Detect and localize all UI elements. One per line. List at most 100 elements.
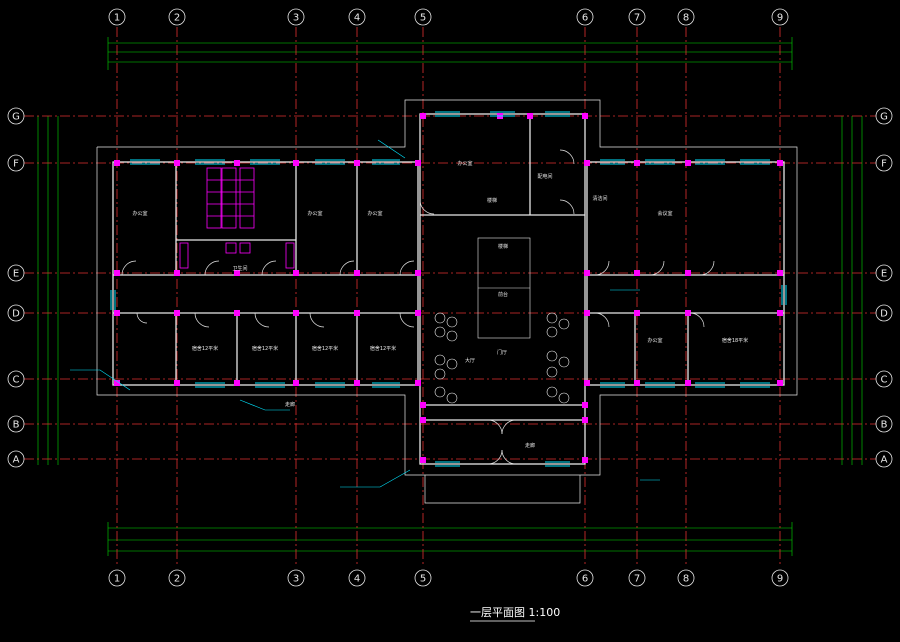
axis-label-col: 3: [293, 13, 299, 24]
column-marker: [174, 160, 180, 166]
column-marker: [582, 417, 588, 423]
axis-label-col: 5: [420, 574, 426, 585]
axis-bubble-row: [875, 370, 893, 388]
axis-bubble-col: [108, 8, 126, 26]
column-marker: [584, 380, 590, 386]
column-marker: [114, 310, 120, 316]
axis-label-col: 1: [114, 13, 120, 24]
axis-label-row: F: [13, 159, 19, 170]
column-marker: [777, 270, 783, 276]
room-label: 配电间: [537, 173, 552, 180]
room-label: 办公室: [457, 160, 472, 167]
axis-label-col: 7: [634, 13, 640, 24]
axis-label-col: 1: [114, 574, 120, 585]
column-marker: [174, 380, 180, 386]
annotation-leaders: [70, 139, 660, 488]
column-marker: [584, 310, 590, 316]
axis-bubble-col: [414, 8, 432, 26]
room-label: 楼梯: [487, 197, 497, 204]
structural-columns: [114, 113, 783, 463]
column-marker: [234, 160, 240, 166]
column-marker: [415, 270, 421, 276]
room-label: 宿舍18平米: [722, 337, 748, 344]
column-marker: [420, 417, 426, 423]
column-marker: [114, 270, 120, 276]
lobby-furniture: [434, 312, 570, 404]
room-label: 卫生间: [232, 265, 247, 272]
axis-label-row: A: [881, 455, 888, 466]
axis-label-row: G: [880, 112, 888, 123]
column-marker: [415, 310, 421, 316]
dimension-lines: [37, 37, 863, 556]
axis-bubble-col: [168, 569, 186, 587]
axis-bubble-col: [576, 569, 594, 587]
axis-bubble-row: [7, 370, 25, 388]
axis-label-row: D: [880, 309, 888, 320]
axis-bubble-row: [7, 264, 25, 282]
column-marker: [420, 402, 426, 408]
axis-label-row: D: [12, 309, 20, 320]
axis-label-col: 3: [293, 574, 299, 585]
room-label: 门厅: [497, 349, 507, 356]
room-label: 办公室: [647, 337, 662, 344]
column-marker: [415, 380, 421, 386]
column-marker: [234, 380, 240, 386]
column-marker: [114, 160, 120, 166]
axis-label-row: A: [13, 455, 20, 466]
room-label: 宿舍12平米: [370, 345, 396, 352]
column-marker: [293, 310, 299, 316]
column-marker: [293, 270, 299, 276]
column-marker: [777, 310, 783, 316]
column-marker: [354, 310, 360, 316]
axis-label-col: 6: [582, 13, 588, 24]
column-marker: [114, 380, 120, 386]
axis-bubble-col: [348, 569, 366, 587]
axis-label-col: 9: [777, 13, 783, 24]
room-label: 办公室: [132, 210, 147, 217]
column-marker: [584, 160, 590, 166]
axis-bubble-col: [287, 569, 305, 587]
room-labels: 办公室卫生间办公室办公室办公室配电间楼梯会议室清洁间宿舍12平米宿舍12平米宿舍…: [132, 160, 748, 449]
axis-label-col: 5: [420, 13, 426, 24]
drawing-title: 一层平面图 1:100: [470, 606, 560, 619]
axis-label-row: E: [881, 269, 887, 280]
room-label: 办公室: [307, 210, 322, 217]
room-label: 宿舍12平米: [252, 345, 278, 352]
axis-bubble-col: [677, 569, 695, 587]
column-marker: [584, 270, 590, 276]
axis-label-col: 6: [582, 574, 588, 585]
axis-bubble-col: [576, 8, 594, 26]
column-marker: [415, 160, 421, 166]
room-label: 大厅: [465, 357, 475, 364]
column-marker: [582, 457, 588, 463]
column-marker: [685, 310, 691, 316]
doors: [121, 149, 715, 465]
axis-label-row: E: [13, 269, 19, 280]
axis-bubble-row: [7, 415, 25, 433]
room-label: 宿舍12平米: [192, 345, 218, 352]
axis-bubble-col: [771, 8, 789, 26]
axis-label-col: 4: [354, 13, 360, 24]
axis-label-col: 2: [174, 13, 180, 24]
axis-bubble-col: [677, 8, 695, 26]
column-marker: [234, 270, 240, 276]
column-marker: [777, 160, 783, 166]
room-label: 走廊: [525, 442, 535, 449]
stair-block: [477, 237, 531, 339]
axis-bubble-col: [771, 569, 789, 587]
room-label: 会议室: [657, 210, 672, 217]
axis-bubble-col: [287, 8, 305, 26]
axis-bubble-col: [348, 8, 366, 26]
column-marker: [293, 160, 299, 166]
column-marker: [634, 270, 640, 276]
column-marker: [634, 380, 640, 386]
column-marker: [234, 310, 240, 316]
column-marker: [354, 270, 360, 276]
axis-bubble-row: [7, 450, 25, 468]
axis-label-row: B: [13, 420, 20, 431]
room-label: 清洁间: [592, 195, 607, 202]
column-marker: [582, 402, 588, 408]
column-marker: [174, 310, 180, 316]
room-label: 宿舍12平米: [312, 345, 338, 352]
